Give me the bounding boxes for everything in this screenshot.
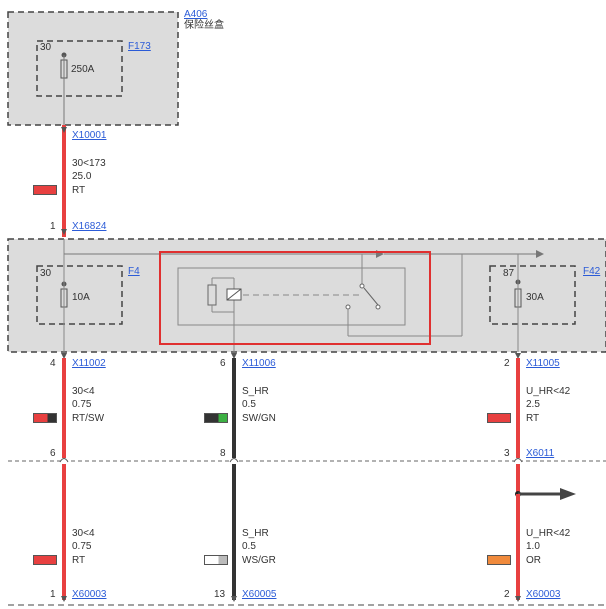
wire-mid-center-color: SW/GN (242, 413, 276, 424)
branch-arrow-icon (560, 488, 576, 500)
wire-mid-center-circuit: S_HR (242, 386, 269, 397)
connector-x11002-marker (61, 353, 67, 359)
connector-x60003-left-pin: 1 (50, 589, 56, 600)
fuse-f173-link[interactable]: F173 (128, 41, 151, 52)
fuse-f42-link[interactable]: F42 (583, 266, 601, 277)
fuse-f4-pin: 30 (40, 268, 52, 279)
connector-x16824-marker (61, 229, 67, 235)
wire-bottom-left-swatch (33, 555, 57, 565)
splice-right-pin: 3 (504, 448, 510, 459)
fuse-f173-box (36, 40, 123, 97)
relay-coil-diag (226, 288, 242, 301)
splice-left-pin: 6 (50, 448, 56, 459)
connector-x16824-link[interactable]: X16824 (72, 221, 107, 232)
splice-mid-pin: 8 (220, 448, 226, 459)
connector-x60005-marker (231, 596, 237, 602)
wire-top-circuit: 30<173 (72, 158, 106, 169)
wire-mid-right-swatch (487, 413, 511, 423)
module-a406-link[interactable]: A406 (184, 9, 208, 20)
relay-outline (177, 267, 406, 326)
connector-x60003-right-marker (515, 596, 521, 602)
wire-bottom-left-circuit: 30<4 (72, 528, 95, 539)
highlight-box (159, 251, 431, 345)
fuse-f42-box (489, 265, 576, 325)
connector-x60003-right-pin: 2 (504, 589, 510, 600)
relay-switch-contact (375, 304, 381, 310)
connector-x60005-pin: 13 (214, 589, 226, 600)
fuse-f42-pin: 87 (503, 268, 515, 279)
fuse-f173-pin: 30 (40, 42, 52, 53)
splice-mid-bump (229, 458, 239, 463)
wire-top-swatch (33, 185, 57, 195)
fuse-f42-rating: 30A (526, 292, 544, 303)
wire-bottom-center-color: WS/GR (242, 555, 276, 566)
wire-bottom-right-color: OR (526, 555, 541, 566)
connector-x11002-link[interactable]: X11002 (72, 358, 106, 369)
module-a406-name: 保险丝盒 (184, 20, 224, 31)
relay-switch-top (359, 283, 365, 289)
connector-x60005-link[interactable]: X60005 (242, 589, 277, 600)
connector-x11006-pin: 6 (220, 358, 226, 369)
wire-mid-left-color: RT/SW (72, 413, 105, 424)
connector-x60003-left-link[interactable]: X60003 (72, 589, 107, 600)
connector-x11006-link[interactable]: X11006 (242, 358, 276, 369)
connector-x16824-pin: 1 (50, 221, 56, 232)
connector-x11002-pin: 4 (50, 358, 56, 369)
wire-mid-left-size: 0.75 (72, 399, 92, 410)
wire-bottom-center-swatch (204, 555, 228, 565)
connector-x10001-link[interactable]: X10001 (72, 130, 107, 141)
wire-bottom-right-swatch (487, 555, 511, 565)
wire-bottom-right-size: 1.0 (526, 541, 540, 552)
splice-right-bump (513, 458, 523, 463)
connector-x11005-marker (515, 353, 521, 359)
wire-mid-center-size: 0.5 (242, 399, 256, 410)
connector-x11006-marker (231, 353, 237, 359)
fuse-f4-box (36, 265, 123, 325)
wire-bottom-left-size: 0.75 (72, 541, 92, 552)
fuse-f173-rating: 250A (71, 64, 95, 75)
wire-bottom-left-color: RT (72, 555, 86, 566)
wire-mid-right-size: 2.5 (526, 399, 540, 410)
splice-left-bump (59, 458, 69, 463)
wire-top-size: 25.0 (72, 171, 92, 182)
wire-mid-right-color: RT (526, 413, 540, 424)
wire-bottom-right-circuit: U_HR<42 (526, 528, 571, 539)
connector-x11005-link[interactable]: X11005 (526, 358, 560, 369)
bus-arrow-right-icon (536, 250, 544, 258)
wire-mid-left-circuit: 30<4 (72, 386, 95, 397)
wire-mid-left-swatch (33, 413, 57, 423)
fuse-f4-rating: 10A (72, 292, 90, 303)
connector-x6011-link[interactable]: X6011 (526, 448, 555, 459)
wire-bottom-center-circuit: S_HR (242, 528, 269, 539)
wire-bottom-center-size: 0.5 (242, 541, 256, 552)
relay-switch-blade (363, 287, 379, 306)
connector-x60003-left-marker (61, 596, 67, 602)
connector-x11005-pin: 2 (504, 358, 510, 369)
fuse-f4-link[interactable]: F4 (128, 266, 140, 277)
connector-x60003-right-link[interactable]: X60003 (526, 589, 561, 600)
wire-mid-center-swatch (204, 413, 228, 423)
wire-mid-right-circuit: U_HR<42 (526, 386, 571, 397)
connector-x10001-marker (61, 127, 67, 133)
relay-switch-out (345, 304, 351, 310)
wire-top-color: RT (72, 185, 86, 196)
